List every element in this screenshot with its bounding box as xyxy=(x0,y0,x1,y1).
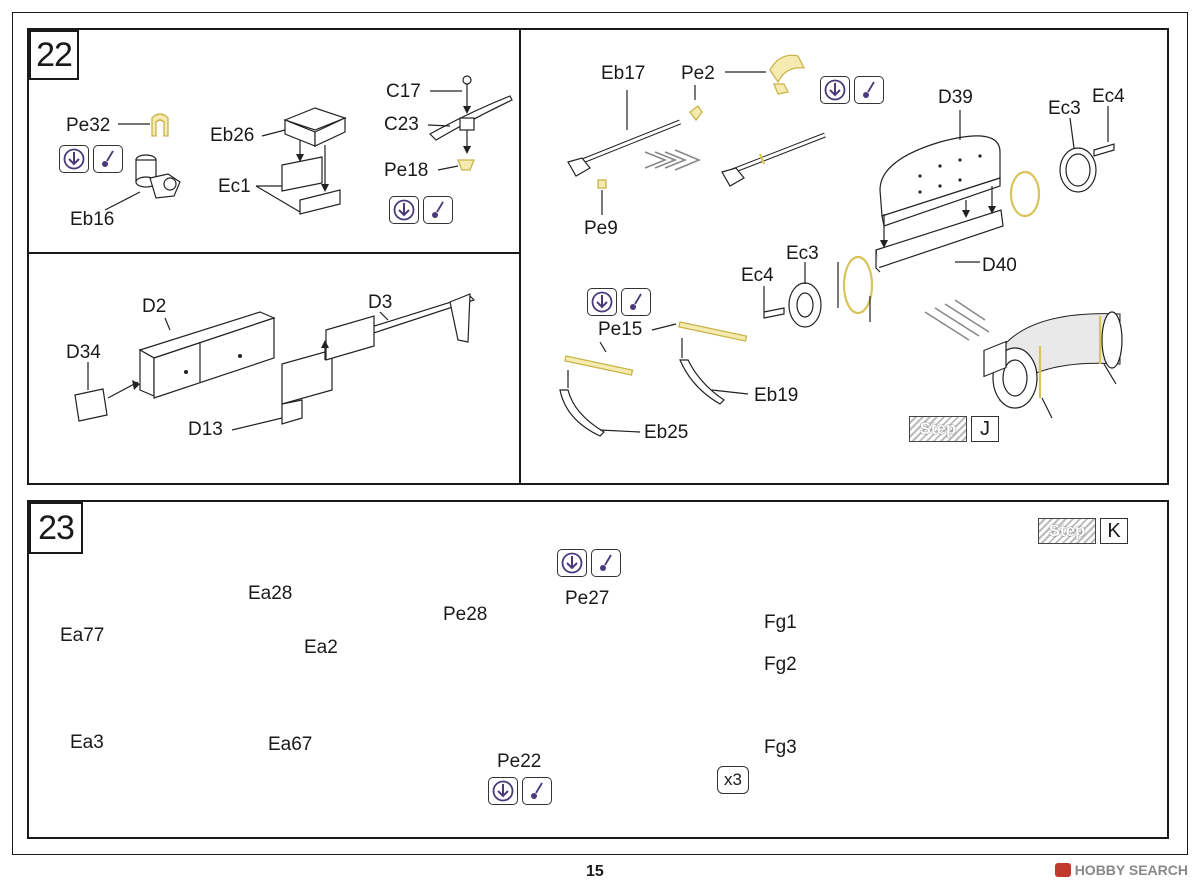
label-d3: D3 xyxy=(368,292,393,313)
bend-down-icon xyxy=(59,145,89,173)
bend-down-icon xyxy=(587,288,617,316)
label-eb26: Eb26 xyxy=(210,125,255,146)
label-ea77: Ea77 xyxy=(60,625,105,646)
step-22-panel xyxy=(27,28,1169,485)
glue-drop-icon xyxy=(621,288,651,316)
glue-drop-icon xyxy=(93,145,123,173)
label-pe18: Pe18 xyxy=(384,160,429,181)
label-eb25: Eb25 xyxy=(644,422,689,443)
glue-drop-icon xyxy=(423,196,453,224)
step-reference-letter: J xyxy=(971,416,999,442)
step-reference-word: Step xyxy=(1038,518,1096,544)
step-reference-j: Step J xyxy=(909,416,999,442)
label-d2: D2 xyxy=(142,296,167,317)
label-pe15: Pe15 xyxy=(598,319,643,340)
bend-down-icon xyxy=(557,549,587,577)
label-fg2: Fg2 xyxy=(764,654,797,675)
icon-pair-pe22 xyxy=(488,777,552,805)
direction-arrow-2 xyxy=(924,299,990,341)
step-number-23: 23 xyxy=(29,502,83,554)
glue-drop-icon xyxy=(591,549,621,577)
step-reference-k: Step K xyxy=(1038,518,1128,544)
label-eb17: Eb17 xyxy=(601,63,646,84)
watermark: HOBBY SEARCH xyxy=(1054,862,1188,878)
label-eb19: Eb19 xyxy=(754,385,799,406)
direction-arrow-1 xyxy=(644,149,702,171)
step-22-vertical-divider xyxy=(519,30,521,483)
label-ec4-lower: Ec4 xyxy=(741,265,774,286)
icon-pair-pe27 xyxy=(557,549,621,577)
watermark-text: HOBBY SEARCH xyxy=(1074,862,1188,878)
label-d13: D13 xyxy=(188,419,223,440)
label-c17: C17 xyxy=(386,81,421,102)
glue-drop-icon xyxy=(854,76,884,104)
hobby-search-logo-icon xyxy=(1054,863,1071,877)
icon-pair-pe32 xyxy=(59,145,123,173)
quantity-multiplier: x3 xyxy=(717,766,749,794)
glue-drop-icon xyxy=(522,777,552,805)
label-ea3: Ea3 xyxy=(70,732,104,753)
label-d39: D39 xyxy=(938,87,973,108)
label-fg1: Fg1 xyxy=(764,612,797,633)
step-reference-word: Step xyxy=(909,416,967,442)
bend-down-icon xyxy=(488,777,518,805)
label-fg3: Fg3 xyxy=(764,737,797,758)
label-ec3-lower: Ec3 xyxy=(786,243,819,264)
icon-pair-pe18 xyxy=(389,196,453,224)
label-eb16: Eb16 xyxy=(70,209,115,230)
label-ec3-top: Ec3 xyxy=(1048,98,1081,119)
label-pe32: Pe32 xyxy=(66,115,111,136)
bend-down-icon xyxy=(389,196,419,224)
label-pe9: Pe9 xyxy=(584,218,618,239)
bend-down-icon xyxy=(820,76,850,104)
label-pe27: Pe27 xyxy=(565,588,610,609)
icon-pair-pe2 xyxy=(820,76,884,104)
label-d40: D40 xyxy=(982,255,1017,276)
label-pe28: Pe28 xyxy=(443,604,488,625)
icon-pair-pe15 xyxy=(587,288,651,316)
label-c23: C23 xyxy=(384,114,419,135)
step-22-horizontal-divider xyxy=(29,252,520,254)
label-ec4-top: Ec4 xyxy=(1092,86,1125,107)
label-ea67: Ea67 xyxy=(268,734,313,755)
step-reference-letter: K xyxy=(1100,518,1128,544)
label-d34: D34 xyxy=(66,342,101,363)
label-pe2: Pe2 xyxy=(681,63,715,84)
label-ea2: Ea2 xyxy=(304,637,338,658)
label-ec1: Ec1 xyxy=(218,176,251,197)
page-number: 15 xyxy=(586,863,604,880)
step-number-22: 22 xyxy=(29,30,79,80)
label-ea28: Ea28 xyxy=(248,583,293,604)
label-pe22: Pe22 xyxy=(497,751,542,772)
